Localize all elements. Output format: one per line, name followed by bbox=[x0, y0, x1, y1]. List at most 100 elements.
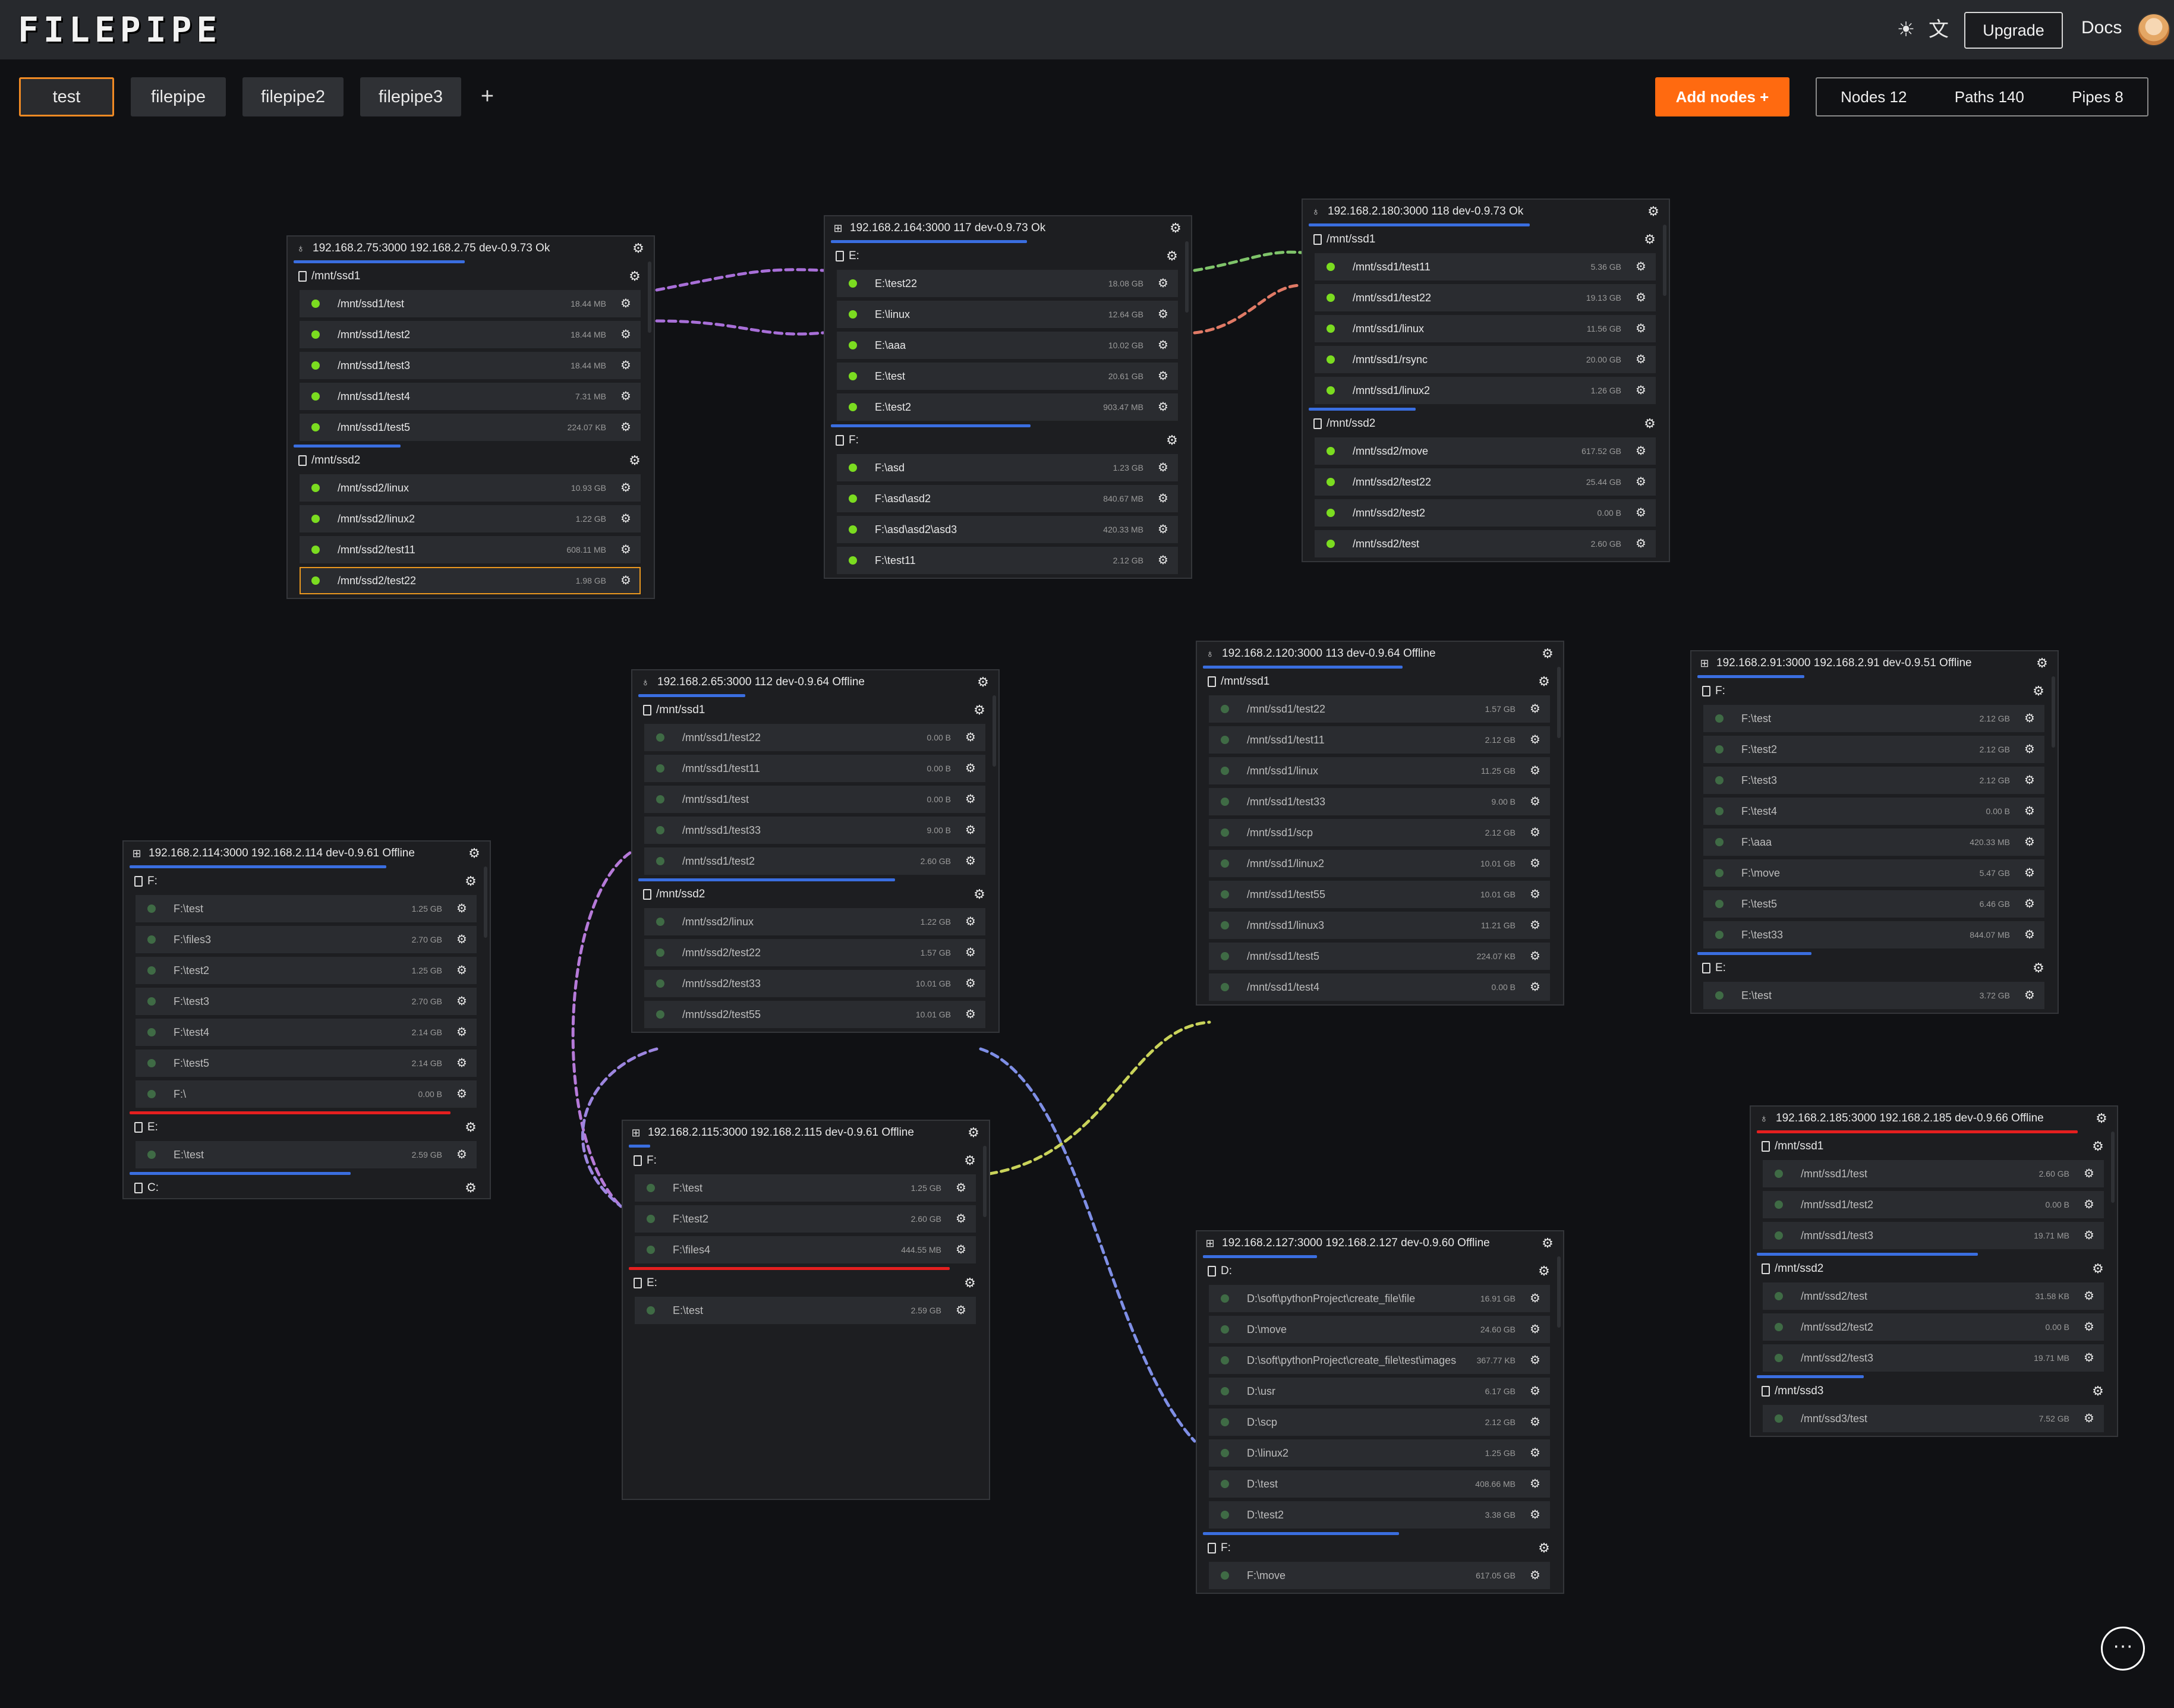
path-settings-icon[interactable]: ⚙ bbox=[1530, 950, 1540, 963]
node-card[interactable]: ⊞192.168.2.114:3000 192.168.2.114 dev-0.… bbox=[122, 840, 491, 1199]
node-settings-icon[interactable]: ⚙ bbox=[632, 241, 644, 256]
node-settings-icon[interactable]: ⚙ bbox=[968, 1125, 979, 1140]
node-settings-icon[interactable]: ⚙ bbox=[2096, 1111, 2107, 1126]
disk-settings-icon[interactable]: ⚙ bbox=[1644, 416, 1656, 431]
path-settings-icon[interactable]: ⚙ bbox=[1530, 1569, 1540, 1582]
path-settings-icon[interactable]: ⚙ bbox=[1530, 1354, 1540, 1367]
path-settings-icon[interactable]: ⚙ bbox=[2024, 712, 2035, 725]
path-settings-icon[interactable]: ⚙ bbox=[1158, 370, 1168, 383]
disk-settings-icon[interactable]: ⚙ bbox=[465, 1120, 477, 1135]
node-settings-icon[interactable]: ⚙ bbox=[1542, 646, 1554, 661]
scrollbar[interactable] bbox=[993, 695, 996, 767]
node-card[interactable]: ⊞192.168.2.127:3000 192.168.2.127 dev-0.… bbox=[1196, 1230, 1564, 1594]
scrollbar[interactable] bbox=[648, 261, 651, 333]
path-settings-icon[interactable]: ⚙ bbox=[1530, 888, 1540, 901]
path-settings-icon[interactable]: ⚙ bbox=[1530, 795, 1540, 808]
disk-settings-icon[interactable]: ⚙ bbox=[1538, 674, 1550, 689]
path-settings-icon[interactable]: ⚙ bbox=[1530, 1477, 1540, 1490]
path-settings-icon[interactable]: ⚙ bbox=[956, 1304, 966, 1317]
path-settings-icon[interactable]: ⚙ bbox=[1158, 401, 1168, 414]
path-settings-icon[interactable]: ⚙ bbox=[1530, 919, 1540, 932]
path-settings-icon[interactable]: ⚙ bbox=[1530, 1323, 1540, 1336]
path-settings-icon[interactable]: ⚙ bbox=[965, 762, 976, 775]
path-settings-icon[interactable]: ⚙ bbox=[1158, 554, 1168, 567]
node-card[interactable]: ♁192.168.2.185:3000 192.168.2.185 dev-0.… bbox=[1750, 1105, 2118, 1437]
tab-filepipe2[interactable]: filepipe2 bbox=[242, 77, 344, 116]
node-settings-icon[interactable]: ⚙ bbox=[1647, 204, 1659, 219]
path-settings-icon[interactable]: ⚙ bbox=[1530, 733, 1540, 746]
path-settings-icon[interactable]: ⚙ bbox=[1530, 702, 1540, 716]
path-settings-icon[interactable]: ⚙ bbox=[1530, 857, 1540, 870]
path-settings-icon[interactable]: ⚙ bbox=[2024, 989, 2035, 1002]
path-settings-icon[interactable]: ⚙ bbox=[620, 543, 631, 556]
path-settings-icon[interactable]: ⚙ bbox=[456, 1088, 467, 1101]
path-settings-icon[interactable]: ⚙ bbox=[1636, 506, 1646, 519]
path-settings-icon[interactable]: ⚙ bbox=[1636, 475, 1646, 489]
path-settings-icon[interactable]: ⚙ bbox=[1636, 384, 1646, 397]
node-card[interactable]: ♁192.168.2.75:3000 192.168.2.75 dev-0.9.… bbox=[286, 235, 655, 599]
path-settings-icon[interactable]: ⚙ bbox=[1530, 1385, 1540, 1398]
path-settings-icon[interactable]: ⚙ bbox=[1158, 461, 1168, 474]
path-settings-icon[interactable]: ⚙ bbox=[620, 481, 631, 494]
disk-settings-icon[interactable]: ⚙ bbox=[2092, 1384, 2104, 1398]
scrollbar[interactable] bbox=[1663, 225, 1666, 296]
path-settings-icon[interactable]: ⚙ bbox=[1530, 981, 1540, 994]
path-settings-icon[interactable]: ⚙ bbox=[1636, 445, 1646, 458]
node-card[interactable]: ⊞192.168.2.91:3000 192.168.2.91 dev-0.9.… bbox=[1690, 650, 2059, 1014]
path-settings-icon[interactable]: ⚙ bbox=[956, 1181, 966, 1195]
scrollbar[interactable] bbox=[2052, 676, 2055, 748]
disk-settings-icon[interactable]: ⚙ bbox=[973, 702, 985, 717]
path-settings-icon[interactable]: ⚙ bbox=[620, 359, 631, 372]
path-settings-icon[interactable]: ⚙ bbox=[1636, 260, 1646, 273]
path-settings-icon[interactable]: ⚙ bbox=[2084, 1321, 2094, 1334]
avatar[interactable] bbox=[2137, 13, 2170, 46]
scrollbar[interactable] bbox=[1557, 1256, 1561, 1328]
scrollbar[interactable] bbox=[1185, 241, 1189, 313]
node-settings-icon[interactable]: ⚙ bbox=[1170, 220, 1181, 235]
path-settings-icon[interactable]: ⚙ bbox=[2024, 805, 2035, 818]
node-settings-icon[interactable]: ⚙ bbox=[2036, 656, 2048, 670]
path-settings-icon[interactable]: ⚙ bbox=[2024, 774, 2035, 787]
